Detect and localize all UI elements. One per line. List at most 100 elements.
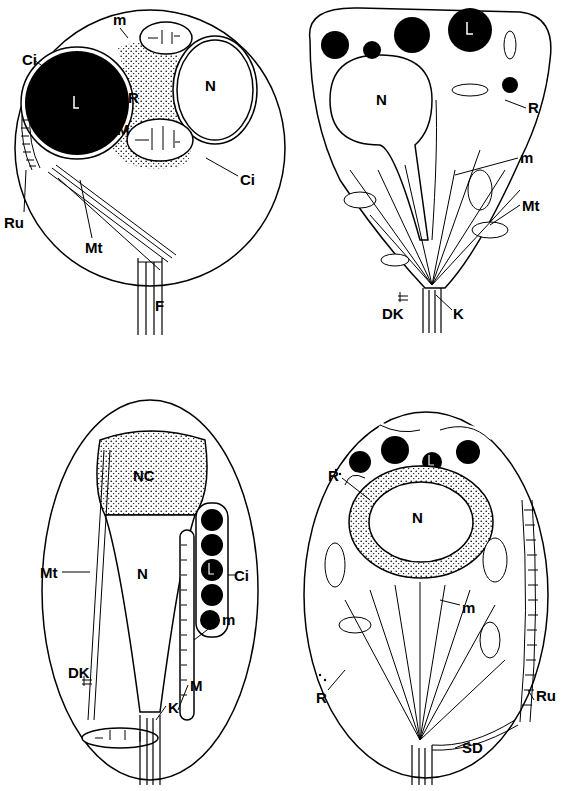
illustration-part: [328, 670, 345, 690]
illustration-part: [490, 205, 520, 225]
illustration-part: [448, 8, 492, 52]
illustration-part: [321, 31, 349, 59]
illustration-part: [363, 41, 381, 59]
part-label: N: [412, 510, 423, 525]
illustration-part: [304, 412, 548, 778]
illustration-part: [181, 545, 187, 695]
illustration-part: [349, 451, 371, 473]
illustration-part: [140, 715, 160, 785]
part-label: R: [316, 690, 327, 705]
part-label: m: [520, 150, 533, 165]
illustration-part: [330, 55, 432, 240]
illustration-part: [467, 22, 473, 34]
illustration-part: [120, 28, 128, 38]
illustration-part: [200, 610, 220, 630]
part-label: Mt: [85, 240, 103, 255]
leader-lines-3: [62, 572, 236, 720]
illustration-part: [528, 690, 534, 700]
part-label: DK: [68, 665, 90, 680]
illustration-part: [349, 466, 493, 578]
leader-lines-1: [24, 28, 238, 238]
leader-lines-2: [436, 100, 526, 310]
part-label: Mt: [522, 198, 540, 213]
illustration-part: [452, 84, 488, 96]
part-label: Ru: [4, 215, 24, 230]
cell-panel-2: [310, 8, 551, 333]
illustration-part: [455, 158, 518, 175]
part-label: Ru: [536, 688, 556, 703]
illustration-part: [483, 538, 507, 582]
illustration-part: [522, 510, 538, 705]
part-label: R: [528, 100, 539, 115]
illustration-part: [194, 620, 220, 640]
illustration-part: [42, 400, 258, 780]
part-label: M: [190, 678, 203, 693]
illustration-part: [394, 17, 430, 53]
illustration-part: [520, 500, 536, 722]
illustration-part: [178, 685, 188, 710]
illustration-part: [206, 158, 238, 176]
illustration-part: [201, 534, 223, 556]
illustration-part: [440, 600, 460, 605]
illustration-part: [429, 455, 434, 465]
part-label: R: [328, 468, 339, 483]
illustration-part: [148, 30, 180, 44]
illustration-part: [468, 170, 492, 210]
illustration-part: [156, 706, 166, 720]
illustration-part: [25, 51, 129, 155]
illustration-part: [209, 563, 214, 574]
illustration-part: [127, 119, 193, 161]
part-label: N: [376, 92, 387, 107]
part-label: K: [453, 306, 464, 321]
part-label: Ci: [234, 568, 249, 583]
illustration-part: [325, 543, 345, 587]
cell-panel-1: [15, 10, 285, 335]
illustration-part: [502, 77, 518, 93]
part-label: R: [128, 90, 139, 105]
cell-panel-4: [304, 412, 548, 785]
part-label: M: [117, 122, 130, 137]
illustration-part: [319, 674, 321, 676]
part-label: m: [462, 600, 475, 615]
illustration-part: [138, 258, 162, 335]
illustration-part: [432, 100, 437, 240]
illustration-part: [339, 473, 341, 475]
illustration-part: [22, 115, 32, 170]
illustration-part: [80, 180, 92, 238]
illustration-part: [21, 47, 133, 159]
illustration-part: [504, 31, 516, 59]
illustration-part: [345, 582, 505, 740]
part-label: m: [113, 12, 126, 27]
part-label: SD: [462, 740, 483, 755]
illustration-part: [97, 431, 207, 515]
illustration-part: [423, 288, 441, 333]
illustration-part: [324, 679, 326, 681]
illustration-part: [369, 482, 473, 562]
illustration-part: [177, 40, 253, 140]
illustration-part: [95, 730, 140, 742]
illustration-part: [381, 254, 409, 266]
illustration-part: [412, 745, 432, 785]
illustration-part: [201, 559, 223, 581]
illustration-part: [15, 10, 285, 286]
illustration-part: [135, 126, 180, 150]
illustration-part: [398, 292, 408, 302]
illustration-part: [138, 262, 162, 263]
part-label: NC: [133, 468, 155, 483]
illustration-part: [310, 8, 551, 288]
illustration-part: [62, 572, 90, 573]
illustration-part: [201, 509, 223, 531]
part-label: Mt: [40, 565, 58, 580]
part-label: DK: [382, 306, 404, 321]
illustration-part: [48, 165, 176, 270]
illustration-part: [21, 120, 36, 166]
part-label: N: [137, 566, 148, 581]
illustration-part: [24, 170, 26, 212]
part-label: m: [222, 612, 235, 627]
illustration-part: [456, 440, 480, 464]
part-label: Ci: [22, 52, 37, 67]
illustration-part: [350, 150, 520, 285]
part-label: K: [168, 700, 179, 715]
part-label: N: [205, 78, 216, 93]
